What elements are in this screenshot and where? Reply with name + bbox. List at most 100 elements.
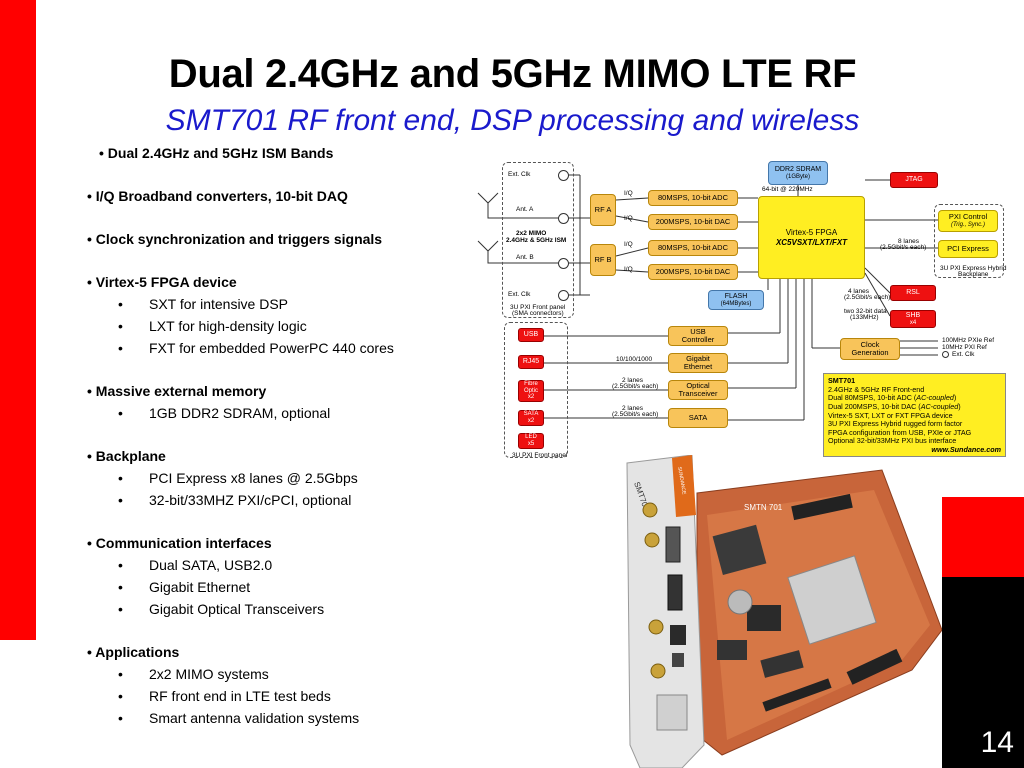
rj45-port: [670, 625, 686, 645]
fpga-part: XC5VSXT/LXT/FXT: [775, 237, 848, 247]
pxi-control-sub: (Trig., Sync.): [951, 221, 985, 228]
brand-plate: [672, 455, 696, 517]
optical-label: Optical: [686, 380, 710, 390]
bus-label: two 32-bit data: [844, 308, 887, 315]
sub-bullet: Dual SATA, USB2.0: [149, 557, 467, 573]
info-line: 3U PXI Express Hybrid rugged form factor: [828, 419, 963, 429]
ethernet-speed-label: 10/100/1000: [616, 356, 653, 363]
iq-label: I/Q: [624, 241, 633, 248]
ant-b-label: Ant. B: [516, 254, 534, 261]
mimo-band-label: 2.4GHz & 5GHz ISM: [506, 237, 567, 244]
chip: [717, 640, 747, 660]
info-line: Dual 200MSPS, 10-bit DAC (AC-coupled): [828, 401, 961, 411]
lanes-label: (2.5Gbit/s each): [880, 244, 927, 251]
bullet-memory: • Massive external memory: [87, 383, 267, 399]
info-line: 2.4GHz & 5GHz RF Front-end: [828, 384, 925, 394]
panel-brand-plate-label: SUNDANCE: [676, 466, 687, 495]
clock-input-label: 10MHz PXI Ref: [942, 344, 987, 351]
ext-clk-connector-icon: [558, 290, 569, 301]
block-diagram: Ext. Clk Ant. A 2x2 MIMO 2.4GHz & 5GHz I…: [470, 158, 1010, 459]
sata-port-count: x2: [527, 418, 535, 424]
lanes-label: 2 lanes: [622, 377, 643, 384]
ext-clk-label: Ext. Clk: [508, 291, 531, 298]
led-port: LED x5: [518, 433, 544, 449]
connector: [762, 678, 832, 712]
sata-block: SATA: [668, 408, 728, 428]
clock-input-label: 100MHz PXIe Ref: [942, 337, 995, 344]
left-accent-bar: [0, 0, 36, 640]
connector: [846, 648, 903, 685]
rf-a-block: RF A: [590, 194, 616, 226]
info-line: Optional 32-bit/33MHz PXI bus interface: [828, 436, 957, 446]
ddr2-size: (1GByte): [785, 173, 810, 180]
sma-connector-icon: [642, 502, 658, 518]
pci-express-block: PCI Express: [938, 240, 998, 258]
front-panel-group: [504, 322, 568, 458]
info-line: Dual 80MSPS, 10-bit ADC (AC-coupled): [828, 393, 957, 403]
bullet-bands: • Dual 2.4GHz and 5GHz ISM Bands: [99, 145, 334, 161]
sub-bullet: Smart antenna validation systems: [149, 710, 467, 726]
dac-block: 200MSPS, 10-bit DAC: [648, 264, 738, 280]
iq-label: I/Q: [624, 266, 633, 273]
diagram-connectors: [477, 174, 938, 421]
bullet-fpga: • Virtex-5 FPGA device: [87, 274, 237, 290]
fibre-label: Optic: [523, 387, 538, 394]
fpga-label: Virtex-5 FPGA: [785, 228, 838, 238]
sub-bullet: RF front end in LTE test beds: [149, 688, 467, 704]
bullet-applications: • Applications: [87, 644, 180, 660]
ext-clk-label: Ext. Clk: [508, 171, 531, 178]
right-accent-red: [942, 497, 1024, 577]
dac-block: 200MSPS, 10-bit DAC: [648, 214, 738, 230]
bullet-clock: • Clock synchronization and triggers sig…: [87, 231, 383, 247]
iq-label: I/Q: [624, 215, 633, 222]
product-photo: SMTN 701 SMT701 SUNDANCE: [626, 455, 942, 768]
info-line: Virtex-5 SXT, LXT or FXT FPGA device: [828, 410, 953, 420]
backplane-group: [934, 204, 1004, 278]
bullet-communication: • Communication interfaces: [87, 535, 272, 551]
optical-label: Transceiver: [678, 389, 718, 398]
usb-port: USB: [518, 328, 544, 342]
sma-connector-icon: [648, 619, 664, 635]
gige-label: Gigabit: [686, 353, 710, 363]
product-info-box: SMT701 2.4GHz & 5GHz RF Front-end Dual 8…: [823, 373, 1006, 457]
sub-bullet: 32-bit/33MHZ PXI/cPCI, optional: [149, 492, 467, 508]
fpga-chip: [787, 555, 877, 645]
sma-connector-icon: [650, 663, 666, 679]
pxi-control-block: PXI Control (Trig., Sync.): [938, 210, 998, 232]
ddr2-bus-label: 64-bit @ 220MHz: [762, 186, 813, 193]
rf-b-block: RF B: [590, 244, 616, 276]
usb-controller-label: Controller: [681, 335, 715, 344]
ext-clk-connector-icon: [942, 351, 949, 358]
sub-bullet: LXT for high-density logic: [149, 318, 467, 334]
ddr2-label: DDR2 SDRAM: [774, 165, 822, 173]
usb-controller-label: USB: [690, 326, 706, 336]
battery: [727, 589, 753, 615]
ext-clk-connector-icon: [558, 170, 569, 181]
sub-bullet: Gigabit Optical Transceivers: [149, 601, 467, 617]
shb-block: SHB x4: [890, 310, 936, 328]
backplane-label: Backplane: [958, 271, 989, 278]
led-count: x5: [527, 441, 535, 447]
fibre-optic-port: Fibre Optic x2: [518, 380, 544, 402]
clock-gen-label: Clock: [860, 339, 880, 349]
fibre-label: Fibre: [524, 381, 538, 388]
ant-a-label: Ant. A: [516, 206, 534, 213]
fibre-count: x2: [527, 394, 535, 401]
front-panel-label: 3U PXI Front panel: [512, 452, 568, 459]
antenna-a-connector-icon: [558, 213, 569, 224]
board-label: SMTN 701: [744, 503, 783, 512]
info-website: www.Sundance.com: [931, 445, 1001, 455]
lanes-label: 8 lanes: [898, 238, 919, 245]
flash-label: FLASH: [724, 292, 748, 300]
lanes-label: (2.5Gbit/s each): [612, 411, 659, 418]
page-number: 14: [980, 726, 1014, 759]
info-line: SMT701: [828, 376, 856, 385]
slide-title: Dual 2.4GHz and 5GHz MIMO LTE RF: [168, 52, 857, 96]
clock-gen-label: Generation: [851, 348, 889, 357]
front-panel-group: [502, 162, 574, 318]
gige-label: Ethernet: [683, 362, 713, 371]
sub-bullet: 2x2 MIMO systems: [149, 666, 467, 682]
